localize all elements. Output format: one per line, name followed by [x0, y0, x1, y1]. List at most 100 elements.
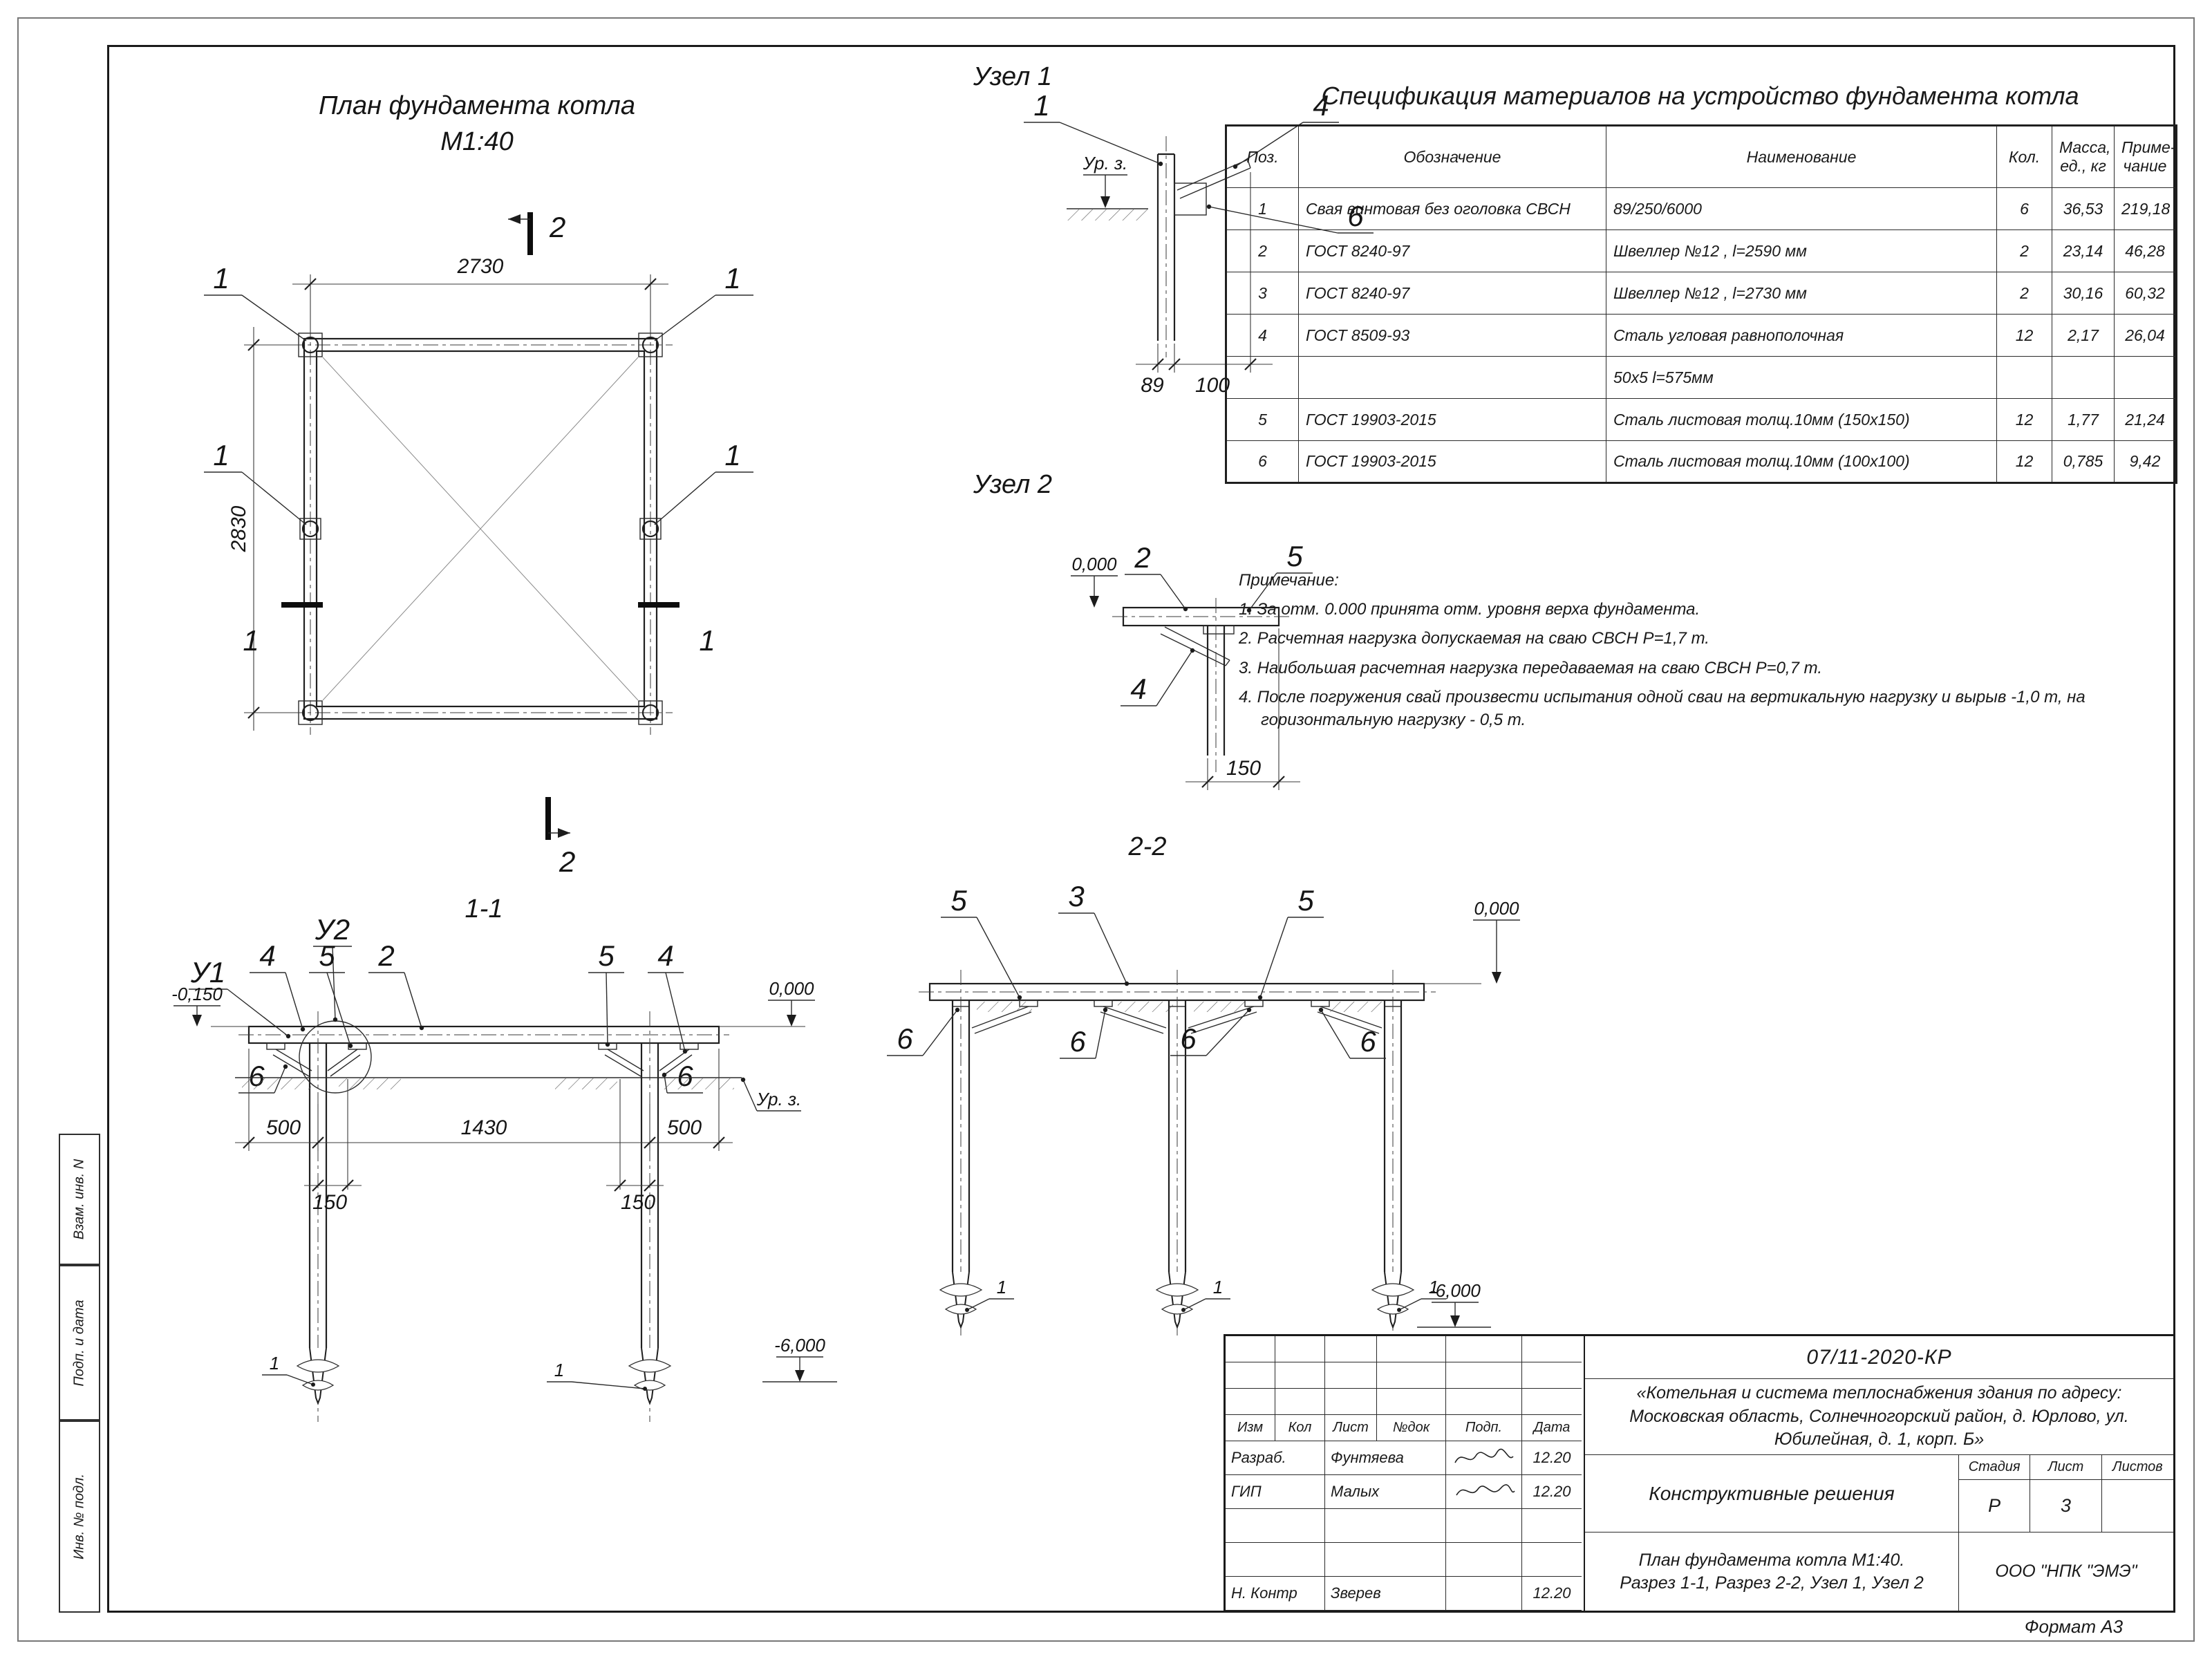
svg-text:6: 6 [1360, 1025, 1376, 1058]
svg-text:1: 1 [724, 439, 740, 471]
stage-header: Стадия [1959, 1455, 2031, 1479]
spec-title: Спецификация материалов на устройство фу… [1321, 82, 2079, 110]
svg-text:6: 6 [1180, 1022, 1197, 1055]
svg-text:-6,000: -6,000 [1430, 1280, 1481, 1301]
svg-text:Ур. з.: Ур. з. [756, 1089, 802, 1109]
role-name: Малых [1325, 1475, 1446, 1509]
sheet-header: Лист [2030, 1455, 2102, 1479]
titleblock-role-row [1226, 1543, 1584, 1577]
svg-text:2: 2 [1134, 541, 1150, 574]
drawing-frame [107, 45, 2175, 1613]
titleblock-role-row [1226, 1509, 1584, 1543]
plan-dim-height: 2830 [227, 327, 299, 731]
company-name: ООО "НПК "ЭМЭ" [1995, 1562, 2137, 1581]
role-name [1325, 1543, 1446, 1577]
node2-view: Узел 2 0,000 2 5 4 [973, 470, 1313, 790]
svg-text:3: 3 [1068, 880, 1084, 912]
role-label [1226, 1509, 1325, 1543]
signature [1446, 1441, 1522, 1475]
section-1-1: 1-1 [171, 894, 837, 1422]
table-row: 5 ГОСТ 19903-2015 Сталь листовая толщ.10… [1226, 398, 2177, 441]
signature [1446, 1475, 1522, 1509]
svg-text:150: 150 [312, 1191, 347, 1214]
spec-table: Поз. Обозначение Наименование Кол. Масса… [1225, 124, 2177, 484]
note-item: 2. Расчетная нагрузка допускаемая на сва… [1239, 629, 1709, 648]
project-name: «Котельная и система теплоснабжения здан… [1585, 1379, 2173, 1455]
role-label: ГИП [1226, 1475, 1325, 1509]
revision-empty-row [1226, 1362, 1584, 1389]
svg-text:5: 5 [1297, 884, 1314, 917]
table-row: 50х5 l=575мм [1226, 356, 2177, 399]
role-date [1522, 1543, 1582, 1577]
stage-value: Р [1959, 1480, 2031, 1532]
svg-text:5: 5 [1286, 540, 1303, 572]
plan-cut-mark-2: 2 2 [508, 211, 575, 878]
svg-text:500: 500 [667, 1116, 702, 1139]
sheet-value: 3 [2030, 1480, 2102, 1532]
svg-text:0,000: 0,000 [769, 978, 814, 999]
rev-head: Лист [1325, 1415, 1377, 1441]
svg-text:У1: У1 [190, 956, 225, 988]
svg-text:1: 1 [699, 624, 715, 657]
titleblock-role-row: ГИП Малых 12.20 [1226, 1475, 1584, 1509]
svg-text:2: 2 [377, 939, 394, 972]
table-row: 4 ГОСТ 8509-93 Сталь угловая равнополочн… [1226, 314, 2177, 357]
col-pos: Поз. [1226, 125, 1299, 188]
role-date: 12.20 [1522, 1475, 1582, 1509]
svg-text:2830: 2830 [227, 505, 250, 552]
plan-cut-mark-1: 1 1 [243, 602, 715, 657]
svg-text:2: 2 [549, 211, 565, 243]
spec-section: Спецификация материалов на устройство фу… [1225, 82, 2177, 484]
svg-text:0,000: 0,000 [1474, 898, 1519, 919]
notes-title: Примечание: [1239, 571, 1339, 590]
svg-text:1: 1 [1429, 1277, 1438, 1297]
document-number: 07/11-2020-КР [1585, 1336, 2173, 1379]
svg-text:5: 5 [319, 939, 335, 972]
svg-text:-6,000: -6,000 [774, 1335, 825, 1356]
plan-piles [298, 332, 663, 725]
role-date [1522, 1509, 1582, 1543]
svg-text:1: 1 [213, 439, 229, 471]
titleblock-main: 07/11-2020-КР «Котельная и система тепло… [1585, 1336, 2173, 1611]
frame-cell-vzam-inv: Взам. инв. N [59, 1134, 100, 1265]
svg-text:1430: 1430 [461, 1116, 507, 1139]
svg-text:1: 1 [724, 262, 740, 294]
table-row: 6 ГОСТ 19903-2015 Сталь листовая толщ.10… [1226, 440, 2177, 483]
node1-title: Узел 1 [973, 62, 1052, 91]
role-name [1325, 1509, 1446, 1543]
revision-empty-row [1226, 1336, 1584, 1362]
note-item: 3. Наибольшая расчетная нагрузка передав… [1239, 658, 1823, 677]
spec-header-row: Поз. Обозначение Наименование Кол. Масса… [1226, 125, 2177, 188]
col-note: Приме- чание [2114, 125, 2177, 188]
svg-text:1: 1 [1213, 1277, 1223, 1297]
plan-view: План фундамента котла М1:40 [204, 91, 753, 878]
sheets-total-value [2102, 1480, 2173, 1532]
col-name: Наименование [1606, 125, 1997, 188]
role-name: Фунтяева [1325, 1441, 1446, 1475]
svg-text:500: 500 [266, 1116, 301, 1139]
note-item: 1. За отм. 0.000 принята отм. уровня вер… [1239, 600, 1700, 619]
plan-dim-width: 2730 [292, 255, 668, 334]
titleblock-role-row: Разраб. Фунтяева 12.20 [1226, 1441, 1584, 1475]
frame-cell-inv-podl: Инв. № подл. [59, 1421, 100, 1613]
svg-text:89: 89 [1141, 374, 1164, 397]
section-title: Конструктивные решения [1585, 1455, 1959, 1532]
rev-head: Подп. [1446, 1415, 1522, 1441]
titleblock-role-row: Н. Контр Зверев 12.20 [1226, 1577, 1584, 1611]
drawing-title: План фундамента котла М1:40. Разрез 1-1,… [1585, 1533, 1959, 1611]
svg-text:2730: 2730 [457, 255, 504, 278]
svg-text:5: 5 [598, 939, 615, 972]
drawings-canvas: План фундамента котла М1:40 [171, 62, 1520, 1422]
svg-text:1: 1 [243, 624, 259, 657]
section11-dims: 500 1430 500 150 150 [235, 1049, 733, 1214]
section22-title: 2-2 [1128, 832, 1167, 861]
role-label: Н. Контр [1226, 1577, 1325, 1611]
titleblock-revision-grid: Изм Кол Лист №док Подп. Дата Разраб. Фун… [1226, 1336, 1585, 1611]
svg-text:1: 1 [997, 1277, 1006, 1297]
table-row: 3 ГОСТ 8240-97 Швеллер №12 , l=2730 мм 2… [1226, 272, 2177, 315]
role-label [1226, 1543, 1325, 1577]
role-date: 12.20 [1522, 1441, 1582, 1475]
role-date: 12.20 [1522, 1577, 1582, 1611]
svg-text:100: 100 [1195, 374, 1230, 397]
svg-text:1: 1 [270, 1353, 279, 1374]
